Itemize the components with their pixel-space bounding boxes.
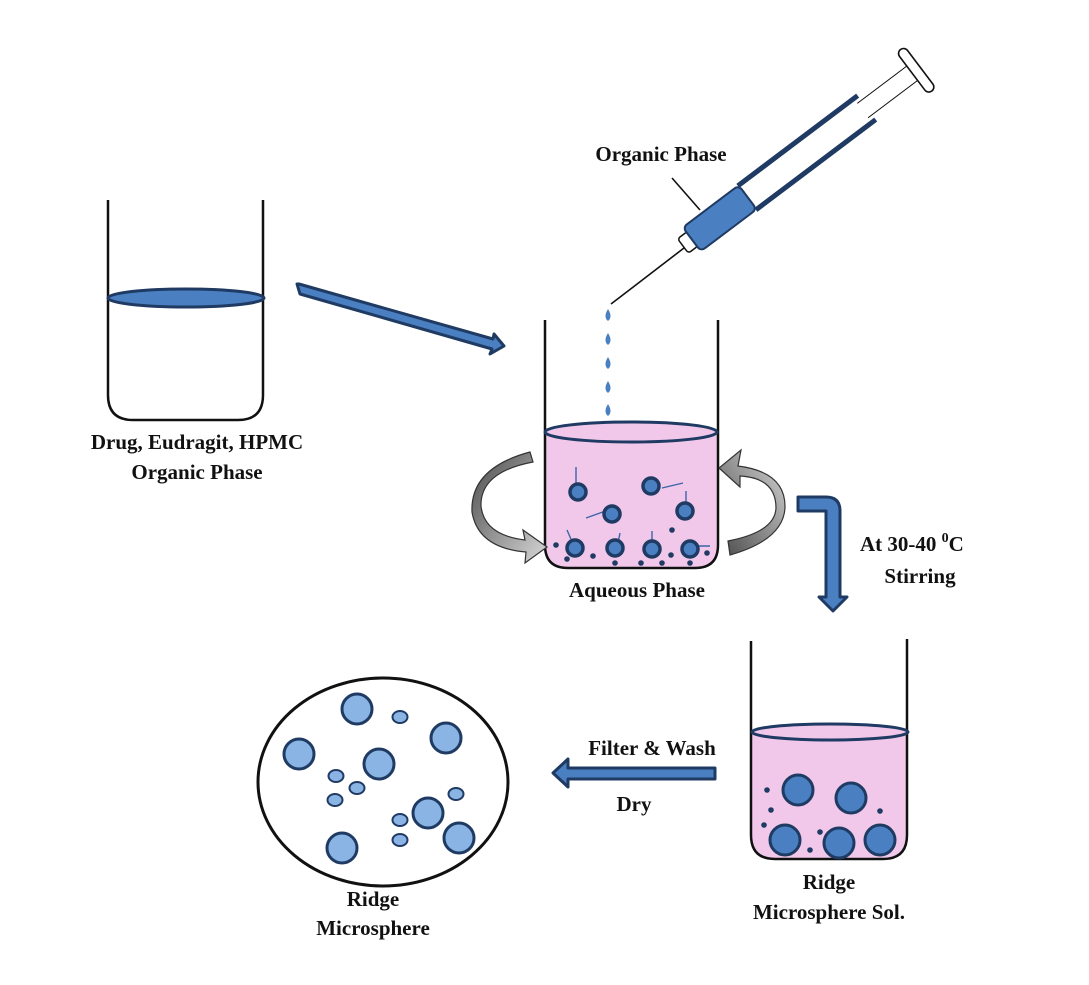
bent-arrow-down-icon: [796, 495, 849, 613]
microsphere: [565, 538, 585, 558]
microsphere: [282, 737, 316, 771]
organic-beaker-label-line1: Drug, Eudragit, HPMC: [91, 430, 303, 454]
small-microsphere: [447, 787, 465, 801]
droplet-icon: [605, 381, 611, 393]
droplet-icon: [605, 333, 611, 345]
syringe-plunger-handle: [897, 47, 935, 93]
small-microsphere: [326, 793, 344, 807]
syringe-label-pointer: [671, 177, 701, 211]
microsphere: [768, 823, 802, 857]
stirring-temp-label: At 30-40 0C: [860, 531, 964, 556]
droplet-icon: [605, 404, 611, 416]
droplets: [605, 309, 611, 416]
small-microsphere: [348, 781, 366, 795]
microsphere: [781, 773, 815, 807]
syringe-liquid: [683, 186, 756, 251]
microsphere: [429, 721, 463, 755]
rotation-arrow-right-icon: [718, 448, 786, 556]
microsphere: [675, 501, 695, 521]
beaker-outline: [543, 320, 720, 570]
transfer-arrow-icon: [295, 282, 506, 356]
microsphere: [568, 482, 588, 502]
aqueous-phase-beaker: [543, 320, 720, 570]
solution-liquid-surface: [750, 722, 910, 742]
stirring-label: Stirring: [884, 564, 956, 588]
rotation-arrow-left-icon: [471, 451, 549, 565]
solution-beaker-label-line2: Microsphere Sol.: [753, 900, 905, 924]
microsphere: [602, 504, 622, 524]
syringe-needle: [610, 247, 685, 305]
microsphere: [411, 796, 445, 830]
microsphere: [325, 831, 359, 865]
beaker-outline: [749, 639, 909, 861]
microsphere: [641, 476, 661, 496]
microsphere: [863, 823, 897, 857]
microsphere: [834, 781, 868, 815]
filter-wash-label: Filter & Wash: [588, 736, 716, 760]
product-label-line1: Ridge: [347, 887, 400, 911]
droplet-icon: [605, 357, 611, 369]
organic-phase-beaker: [106, 200, 266, 422]
microsphere: [822, 826, 856, 860]
aqueous-liquid-surface: [543, 420, 719, 444]
small-microsphere: [327, 769, 345, 783]
small-microsphere: [391, 710, 409, 724]
organic-beaker-label-line2: Organic Phase: [131, 460, 262, 484]
microsphere-solution-beaker: [749, 639, 910, 861]
microsphere: [605, 538, 625, 558]
small-microsphere: [391, 833, 409, 847]
microsphere: [680, 539, 700, 559]
aqueous-liquid: [545, 432, 718, 568]
beaker-outline: [106, 200, 265, 422]
dry-label: Dry: [617, 792, 652, 816]
microsphere: [340, 692, 374, 726]
product-label-line2: Microsphere: [316, 916, 430, 940]
aqueous-beaker-label: Aqueous Phase: [569, 578, 705, 602]
organic-liquid-surface: [106, 287, 266, 309]
ridge-microsphere-product: [256, 676, 510, 888]
product-outline: [256, 676, 510, 888]
droplet-icon: [605, 309, 611, 321]
small-microsphere: [391, 813, 409, 827]
syringe-label: Organic Phase: [595, 142, 726, 166]
solution-beaker-label-line1: Ridge: [803, 870, 856, 894]
microsphere: [362, 747, 396, 781]
syringe-icon: [610, 47, 935, 305]
syringe-plunger: [856, 63, 921, 119]
microsphere: [442, 821, 476, 855]
microsphere: [642, 539, 662, 559]
left-arrow-icon: [551, 757, 717, 789]
syringe-barrel: [736, 93, 878, 212]
